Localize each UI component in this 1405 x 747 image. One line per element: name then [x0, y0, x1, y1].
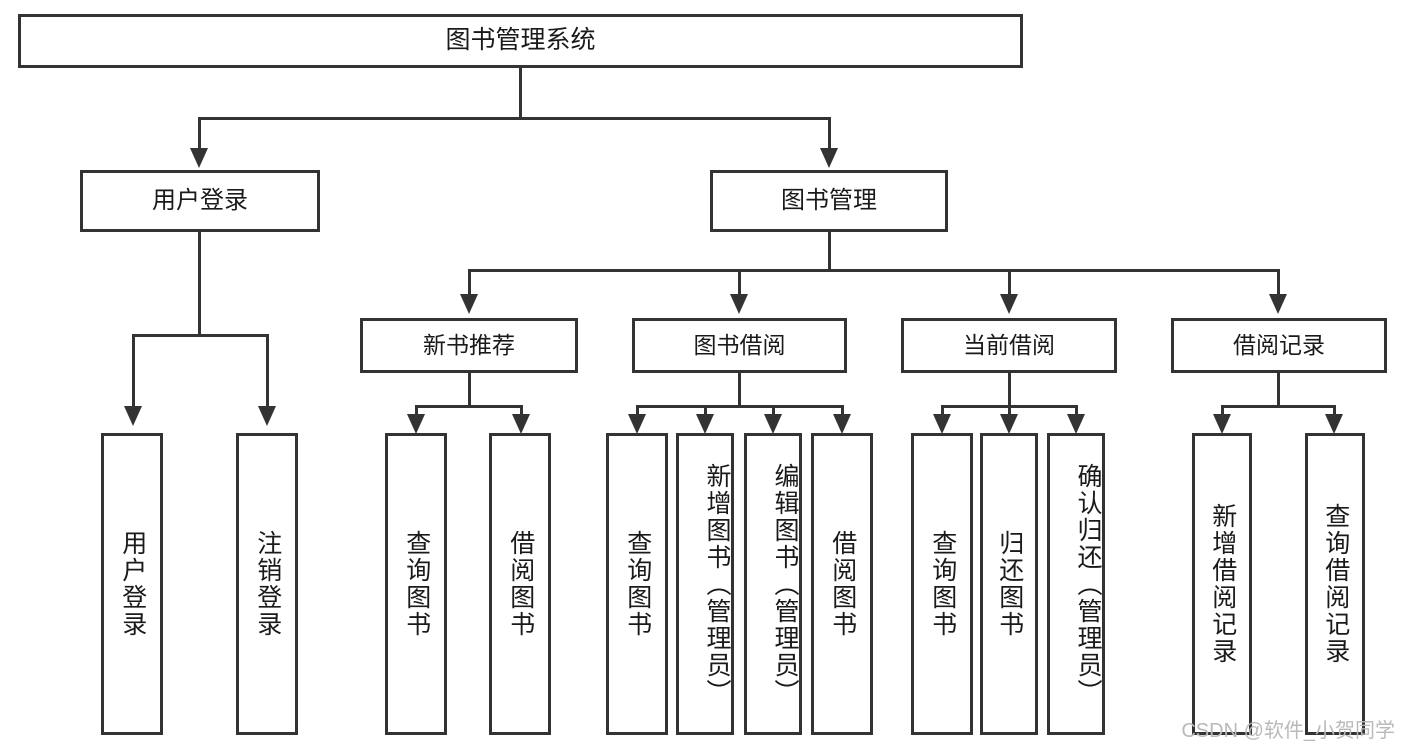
- edge-user-login-stem: [198, 232, 201, 336]
- arrow-user-login: [190, 148, 208, 168]
- edge-borrow-record-bus: [1221, 405, 1336, 408]
- arrow-nb-borrow: [512, 414, 530, 434]
- edge-book-borrow-stem: [738, 373, 741, 408]
- edge-borrow-record-stem: [1277, 373, 1280, 408]
- edge-drop-bb-add: [704, 405, 707, 419]
- edge-drop-user-login: [198, 117, 201, 152]
- edge-drop-book-borrow: [738, 269, 741, 299]
- edge-drop-bb-query: [636, 405, 639, 419]
- edge-drop-br-query: [1333, 405, 1336, 419]
- edge-book-manage-stem: [828, 232, 831, 271]
- node-book-manage[interactable]: 图书管理: [710, 170, 948, 232]
- edge-drop-nb-borrow: [520, 405, 523, 419]
- edge-current-borrow-stem: [1008, 373, 1011, 408]
- arrow-borrow-record: [1269, 294, 1287, 314]
- leaf-nb-borrow-book[interactable]: 借阅图书: [489, 433, 551, 735]
- node-user-login[interactable]: 用户登录: [80, 170, 320, 232]
- arrow-br-add: [1213, 414, 1231, 434]
- arrow-book-borrow: [730, 294, 748, 314]
- node-book-borrow[interactable]: 图书借阅: [632, 318, 847, 373]
- leaf-cb-query-book[interactable]: 查询图书: [911, 433, 973, 735]
- edge-tier3-bus: [468, 269, 1280, 272]
- leaf-bb-borrow-book[interactable]: 借阅图书: [811, 433, 873, 735]
- edge-drop-leaf-user-login: [132, 334, 135, 410]
- edge-drop-leaf-logout: [266, 334, 269, 410]
- edge-drop-new-book: [468, 269, 471, 299]
- edge-drop-current-borrow: [1008, 269, 1011, 299]
- edge-new-book-stem: [468, 373, 471, 408]
- arrow-bb-borrow: [833, 414, 851, 434]
- leaf-cb-confirm-return[interactable]: 确认归还（管理员）: [1047, 433, 1105, 735]
- node-root-system[interactable]: 图书管理系统: [18, 14, 1023, 68]
- edge-drop-bb-borrow: [841, 405, 844, 419]
- node-borrow-record[interactable]: 借阅记录: [1171, 318, 1387, 373]
- edge-drop-nb-query: [415, 405, 418, 419]
- arrow-new-book: [460, 294, 478, 314]
- edge-drop-book-manage: [828, 117, 831, 152]
- edge-book-borrow-bus: [636, 405, 844, 408]
- leaf-bb-query-book[interactable]: 查询图书: [606, 433, 668, 735]
- arrow-cb-confirm: [1067, 414, 1085, 434]
- arrow-bb-query: [628, 414, 646, 434]
- edge-drop-cb-return: [1008, 405, 1011, 419]
- leaf-bb-add-book[interactable]: 新增图书（管理员）: [676, 433, 734, 735]
- edge-drop-cb-confirm: [1075, 405, 1078, 419]
- arrow-bb-edit: [764, 414, 782, 434]
- arrow-current-borrow: [1000, 294, 1018, 314]
- leaf-br-query-record[interactable]: 查询借阅记录: [1305, 433, 1365, 735]
- arrow-leaf-user-login: [124, 406, 142, 426]
- edge-new-book-bus: [415, 405, 523, 408]
- edge-tier2-bus: [198, 117, 831, 120]
- edge-drop-borrow-record: [1277, 269, 1280, 299]
- edge-drop-bb-edit: [772, 405, 775, 419]
- node-current-borrow[interactable]: 当前借阅: [901, 318, 1117, 373]
- arrow-br-query: [1325, 414, 1343, 434]
- leaf-br-add-record[interactable]: 新增借阅记录: [1192, 433, 1252, 735]
- arrow-leaf-logout: [258, 406, 276, 426]
- arrow-bb-add: [696, 414, 714, 434]
- edge-user-login-bus: [132, 334, 269, 337]
- arrow-nb-query: [407, 414, 425, 434]
- edge-drop-br-add: [1221, 405, 1224, 419]
- leaf-user-login[interactable]: 用户登录: [101, 433, 163, 735]
- leaf-logout[interactable]: 注销登录: [236, 433, 298, 735]
- node-new-book-recommend[interactable]: 新书推荐: [360, 318, 578, 373]
- edge-root-stem: [519, 68, 522, 118]
- leaf-cb-return-book[interactable]: 归还图书: [980, 433, 1038, 735]
- arrow-cb-return: [1000, 414, 1018, 434]
- edge-drop-cb-query: [941, 405, 944, 419]
- arrow-cb-query: [933, 414, 951, 434]
- arrow-book-manage: [820, 148, 838, 168]
- leaf-nb-query-book[interactable]: 查询图书: [385, 433, 447, 735]
- leaf-bb-edit-book[interactable]: 编辑图书（管理员）: [744, 433, 802, 735]
